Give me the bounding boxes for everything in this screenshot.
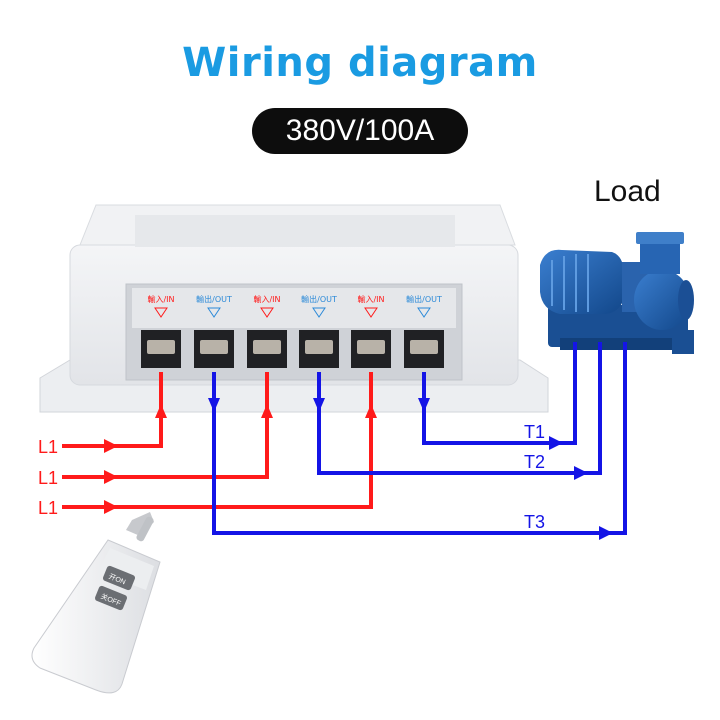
- spec-badge: 380V/100A: [252, 108, 468, 154]
- output-label-1: T1: [524, 422, 545, 442]
- input-arrow-icon: [104, 439, 118, 453]
- pump-icon: [540, 232, 694, 354]
- terminal-label-1: 輸入/IN: [147, 294, 174, 304]
- terminal-arrow-icon: [364, 307, 378, 318]
- terminal-screw-icon: [410, 340, 438, 354]
- output-arrow-icon: [208, 398, 220, 412]
- terminal-screw-icon: [305, 340, 333, 354]
- terminal-arrow-icon: [260, 307, 274, 318]
- output-wire-3: [212, 342, 627, 535]
- relay-module: [39, 204, 549, 413]
- output-arrow-icon: [574, 466, 588, 480]
- input-wire-1: [62, 372, 163, 448]
- output-arrow-icon: [599, 526, 613, 540]
- terminal-label-6: 輸出/OUT: [406, 294, 442, 304]
- remote-on-button: [103, 565, 135, 591]
- page-title: Wiring diagram: [182, 40, 538, 86]
- output-label-3: T3: [524, 512, 545, 532]
- remote-control-icon: 开ON 关OFF: [31, 512, 161, 694]
- output-label-2: T2: [524, 452, 545, 472]
- load-label: Load: [594, 175, 661, 208]
- input-label-2: L1: [38, 468, 58, 488]
- input-arrow-icon: [104, 500, 118, 514]
- input-arrow-icon: [365, 404, 377, 418]
- terminal-block: 輸入/IN 輸出/OUT 輸入/IN 輸出/OUT 輸入/IN 輸出/OUT: [141, 294, 444, 368]
- input-arrow-icon: [261, 404, 273, 418]
- output-arrow-icon: [313, 398, 325, 412]
- input-arrow-icon: [104, 470, 118, 484]
- terminal-label-3: 輸入/IN: [253, 294, 280, 304]
- terminal-label-2: 輸出/OUT: [196, 294, 232, 304]
- input-label-1: L1: [38, 437, 58, 457]
- output-wire-2: [317, 342, 602, 475]
- output-arrow-icon: [549, 436, 563, 450]
- terminal-arrow-icon: [312, 307, 326, 318]
- terminal-arrow-icon: [154, 307, 168, 318]
- terminal-arrow-icon: [417, 307, 431, 318]
- terminal-screw-icon: [253, 340, 281, 354]
- remote-off-button: [95, 585, 127, 611]
- terminal-screw-icon: [147, 340, 175, 354]
- terminal-screw-icon: [357, 340, 385, 354]
- terminal-label-4: 輸出/OUT: [301, 294, 337, 304]
- terminal-arrow-icon: [207, 307, 221, 318]
- input-label-3: L1: [38, 498, 58, 518]
- input-arrow-icon: [155, 404, 167, 418]
- terminal-screw-icon: [200, 340, 228, 354]
- output-arrow-icon: [418, 398, 430, 412]
- terminal-label-5: 輸入/IN: [357, 294, 384, 304]
